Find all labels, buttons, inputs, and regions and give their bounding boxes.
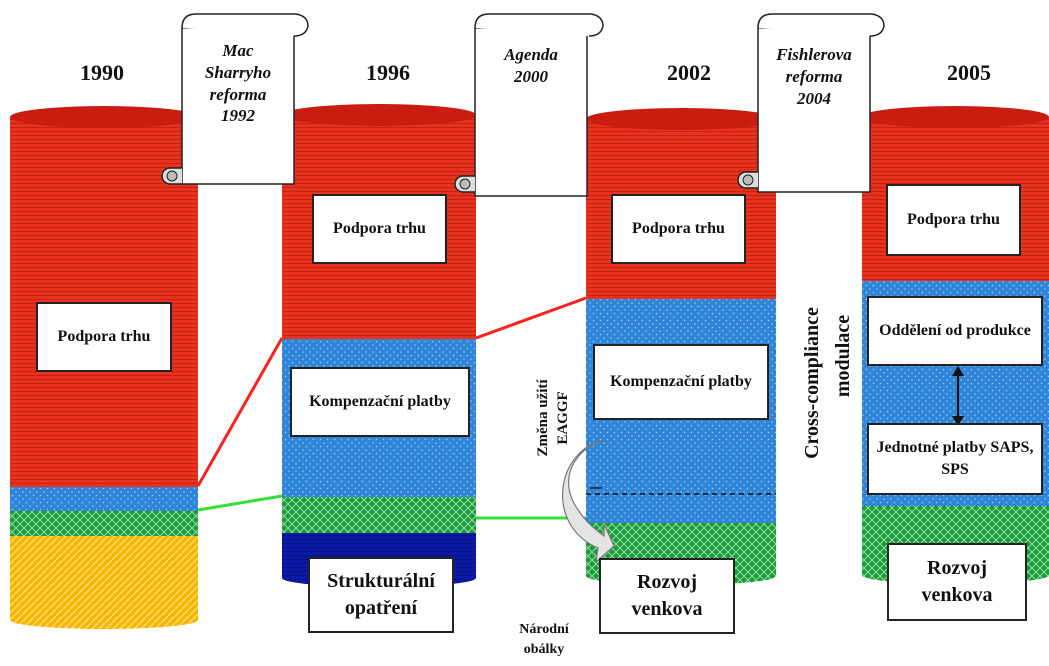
label-market-support-2005: Podpora trhu (886, 184, 1021, 256)
scroll-line: reforma (785, 66, 843, 86)
eaggf-change-text: Změna užití EAGGF (534, 343, 576, 493)
national-envelopes-line-1: Národní (519, 622, 569, 637)
label-compensation-2002: Kompenzační platby (593, 344, 769, 420)
eaggf-line-2: EAGGF (554, 391, 571, 445)
year-1990: 1990 (80, 60, 124, 85)
scroll-line: Fishlerova (776, 45, 852, 64)
year-2005: 2005 (947, 60, 991, 85)
scroll-line: reforma (209, 84, 267, 104)
scroll-text-1992: Mac Sharryho reforma 1992 (184, 40, 292, 127)
label-market-support-1996: Podpora trhu (312, 194, 447, 264)
green-link-1990-1996 (197, 494, 283, 512)
scroll-text-2004: Fishlerova reforma 2004 (760, 44, 868, 109)
scroll-line: Sharryho (204, 62, 272, 82)
label-market-support-1990: Podpora trhu (36, 302, 172, 372)
red-link-1996-2002 (475, 296, 587, 340)
red-link-1990-1996 (196, 337, 284, 487)
scroll-line: 1992 (221, 106, 255, 126)
segment-blue-1990 (10, 486, 198, 511)
label-compensation-1996: Kompenzační platby (290, 367, 470, 437)
cylinder-top-1990 (10, 106, 198, 128)
cross-compliance-text: Cross-compliance (801, 307, 823, 459)
national-envelopes-text: Národní obálky (506, 620, 582, 659)
year-1996: 1996 (366, 60, 410, 85)
scroll-2000 (454, 13, 604, 197)
cylinder-top-1996 (282, 104, 476, 126)
scroll-line: 2000 (514, 66, 548, 86)
scroll-text-2000: Agenda 2000 (477, 44, 585, 88)
modulation-text: modulace (832, 314, 854, 398)
cylinder-top-2005 (861, 106, 1049, 128)
double-arrow-icon (952, 366, 964, 426)
segment-green-1990 (10, 510, 198, 536)
segment-green-1996 (282, 496, 476, 533)
scroll-1992 (161, 13, 309, 185)
eaggf-line-1: Změna užití (535, 379, 551, 457)
scroll-2004 (737, 13, 885, 193)
scroll-line: Mac (222, 41, 254, 60)
label-rural-dev-2002: Rozvoj venkova (599, 558, 735, 634)
label-single-payments-2005: Jednotné platby SAPS, SPS (867, 423, 1043, 495)
label-market-support-2002: Podpora trhu (611, 194, 746, 264)
cylinder-top-2002 (586, 108, 776, 130)
curved-arrow-icon (562, 439, 615, 564)
cylinder-1996 (282, 104, 476, 587)
scroll-line: 2004 (797, 88, 831, 108)
year-2002: 2002 (667, 60, 711, 85)
scroll-line: Agenda (504, 45, 558, 64)
national-envelopes-line-2: obálky (523, 641, 565, 657)
segment-yellow-1990 (10, 535, 198, 629)
label-rural-dev-2005: Rozvoj venkova (887, 543, 1027, 621)
label-structural-1996: Strukturální opatření (308, 557, 454, 633)
label-decoupling-2005: Oddělení od produkce (867, 296, 1043, 366)
